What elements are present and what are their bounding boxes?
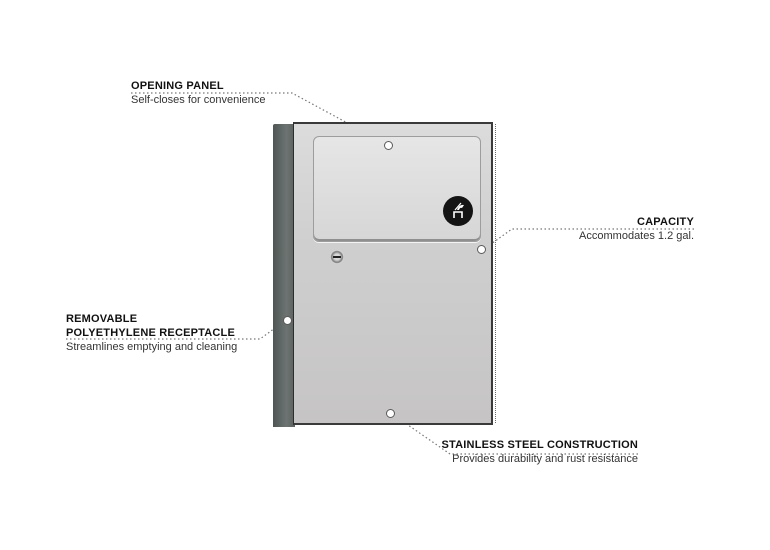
callout-opening-panel: OPENING PANEL Self-closes for convenienc… <box>131 80 266 108</box>
callout-description: Provides durability and rust resistance <box>452 452 638 465</box>
hotspot-opening-panel[interactable] <box>384 141 393 150</box>
callout-description: Streamlines emptying and cleaning <box>66 340 238 353</box>
hotspot-construction[interactable] <box>386 409 395 418</box>
disposal-unit <box>273 122 496 427</box>
hotspot-capacity[interactable] <box>477 245 486 254</box>
callout-title: STAINLESS STEEL CONSTRUCTION <box>441 439 638 451</box>
callout-construction: STAINLESS STEEL CONSTRUCTION Provides du… <box>440 439 638 467</box>
napkin-disposal-pictogram-icon <box>443 196 473 226</box>
callout-title: OPENING PANEL <box>131 80 224 92</box>
hotspot-receptacle[interactable] <box>283 316 292 325</box>
opening-panel-door <box>313 136 481 242</box>
callout-title-line1: REMOVABLE <box>66 313 138 325</box>
callout-description: Accommodates 1.2 gal. <box>579 229 694 242</box>
unit-side-wall <box>273 124 295 427</box>
callout-title: CAPACITY <box>636 216 694 228</box>
callout-receptacle: REMOVABLE POLYETHYLENE RECEPTACLE Stream… <box>66 313 237 354</box>
callout-description: Self-closes for convenience <box>131 93 266 106</box>
callout-capacity: CAPACITY Accommodates 1.2 gal. <box>540 216 694 244</box>
callout-title-line2: POLYETHYLENE RECEPTACLE <box>66 326 236 339</box>
key-lock-icon <box>330 250 344 264</box>
unit-front-face <box>293 122 496 425</box>
